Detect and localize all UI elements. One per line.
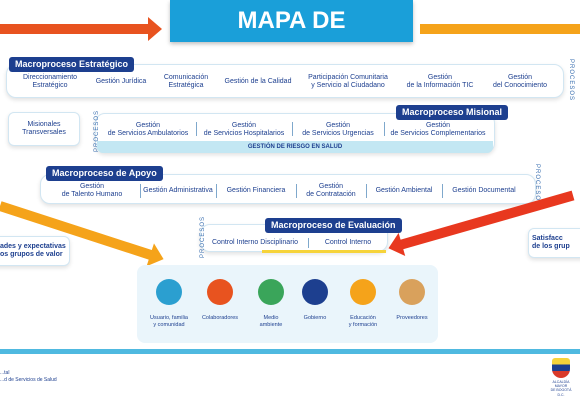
left-side-box (0, 236, 70, 266)
apoyo-item: Gestión Documental (452, 187, 516, 195)
stakeholder-item: Medio ambiente (247, 272, 295, 328)
divider (140, 184, 141, 198)
evaluacion-item: Control Interno Disciplinario (212, 239, 298, 247)
footer-text: ...tal ...d de Servicios de Salud (0, 370, 57, 383)
estrategico-item: Participación Comunitaria y Servicio al … (308, 74, 388, 89)
page-title: MAPA DE PROCESOS (170, 0, 413, 76)
stakeholder-item: Proveedores (388, 272, 436, 322)
stakeholder-label: Usuario, familia y comunidad (150, 315, 188, 328)
stakeholder-item: Usuario, familia y comunidad (145, 272, 193, 328)
estrategico-item: Direccionamiento Estratégico (22, 74, 78, 89)
estrategico-item: Comunicación Estratégica (163, 74, 209, 89)
evaluacion-header: Macroproceso de Evaluación (265, 218, 402, 233)
footer-bar (0, 349, 580, 354)
stakeholder-label: Medio ambiente (259, 315, 283, 328)
evaluacion-item: Control Interno (324, 239, 372, 247)
stakeholder-label: Colaboradores (201, 315, 239, 322)
stakeholders-panel (137, 265, 438, 343)
apoyo-header: Macroproceso de Apoyo (46, 166, 163, 181)
evaluacion-underline (262, 250, 386, 253)
misional-item: Gestión de Servicios Complementarios (390, 122, 486, 137)
estrategico-item: Gestión Jurídica (95, 78, 147, 86)
stakeholder-item: Gobierno (291, 272, 339, 322)
divider (296, 184, 297, 198)
apoyo-item: Gestión Ambiental (375, 187, 433, 195)
stakeholder-label: Gobierno (303, 315, 327, 322)
title-arrow-left (0, 17, 162, 41)
estrategico-item: Gestión de la Calidad (224, 78, 292, 86)
misional-left-label: Misionales Transversales (22, 121, 66, 136)
left-side-text: ades y expectativas os grupos de valor (0, 243, 66, 259)
misional-left-box (8, 112, 80, 146)
title-arrow-right (420, 24, 580, 34)
globe-icon (258, 278, 284, 305)
divider (442, 184, 443, 198)
estrategico-item: Gestión de la Información TIC (406, 74, 474, 89)
right-side-text: Satisfacc de los grup (532, 235, 570, 251)
divider (366, 184, 367, 198)
estrategico-item: Gestión del Conocimiento (492, 74, 548, 89)
estrategico-header: Macroproceso Estratégico (9, 57, 135, 72)
divider (292, 122, 293, 136)
government-building-icon (302, 278, 328, 305)
stakeholder-label: Proveedores (396, 315, 428, 322)
logo-text: ALCALDÍA MAYOR DE BOGOTÁ D.C. (550, 380, 572, 397)
apoyo-item: Gestión Financiera (226, 187, 286, 195)
estrategico-side-label: PROCESOS (568, 58, 575, 102)
apoyo-item: Gestión de Talento Humano (61, 183, 123, 198)
crest-icon (552, 358, 570, 378)
stakeholder-label: Educación y formación (348, 315, 378, 328)
supplier-icon (399, 278, 425, 305)
apoyo-item: Gestión de Contratación (306, 183, 356, 198)
misional-item: Gestión de Servicios Ambulatorios (107, 122, 189, 137)
team-icon (207, 278, 233, 305)
risk-management-bar: GESTIÓN DE RIESGO EN SALUD (97, 141, 493, 153)
students-icon (350, 278, 376, 305)
apoyo-item: Gestión Administrativa (143, 187, 213, 195)
bogota-logo: ALCALDÍA MAYOR DE BOGOTÁ D.C. (548, 358, 574, 397)
right-side-box (528, 228, 580, 258)
misional-item: Gestión de Servicios Hospitalarios (203, 122, 285, 137)
divider (308, 238, 309, 248)
misional-item: Gestión de Servicios Urgencias (302, 122, 374, 137)
family-icon (156, 278, 182, 305)
divider (384, 122, 385, 136)
divider (196, 122, 197, 136)
stakeholder-item: Colaboradores (196, 272, 244, 322)
misional-header: Macroproceso Misional (396, 105, 509, 120)
stakeholder-item: Educación y formación (339, 272, 387, 328)
divider (216, 184, 217, 198)
